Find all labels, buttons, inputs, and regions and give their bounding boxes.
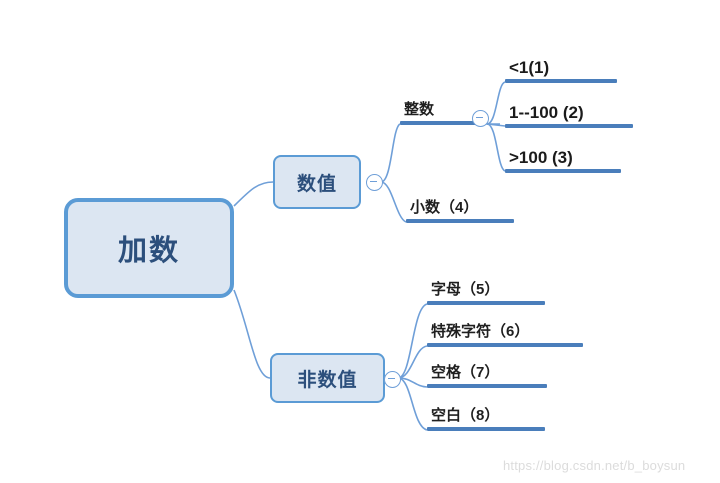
edge-numeric-to-integer: [380, 123, 401, 183]
edge-root-to-numeric: [233, 181, 274, 207]
topic-special-character[interactable]: 特殊字符（6）: [427, 322, 583, 347]
branch-node-nonnumeric[interactable]: 非数值: [270, 353, 385, 403]
topic-letter-label: 字母（5）: [431, 281, 500, 298]
edge-nonnumeric-to-special: [397, 345, 428, 379]
edge-root-to-nonnumeric: [233, 289, 271, 379]
collapse-minus-icon-integer[interactable]: [472, 110, 489, 127]
root-node-label: 加数: [117, 235, 180, 267]
collapse-minus-icon-nonnumeric[interactable]: [384, 371, 401, 388]
topic-greater-than-100-label: >100 (3): [509, 148, 573, 167]
branch-node-numeric-label: 数值: [296, 173, 337, 195]
topic-space[interactable]: 空格（7）: [427, 363, 547, 388]
topic-special-character-underline: [427, 343, 583, 347]
topic-blank-underline: [427, 427, 545, 431]
topic-1-to-100-label: 1--100 (2): [509, 103, 584, 122]
topic-integer-underline: [400, 121, 476, 125]
topic-blank[interactable]: 空白（8）: [427, 406, 545, 431]
branch-node-nonnumeric-label: 非数值: [297, 369, 358, 391]
root-node[interactable]: 加数: [64, 198, 234, 298]
topic-1-to-100[interactable]: 1--100 (2): [505, 103, 633, 128]
edge-integer-to-lt1: [486, 81, 506, 125]
topic-greater-than-100[interactable]: >100 (3): [505, 148, 621, 173]
edge-integer-to-gt100: [486, 123, 506, 172]
collapse-minus-icon-numeric[interactable]: [366, 174, 383, 191]
topic-integer[interactable]: 整数: [400, 100, 476, 125]
topic-decimal-label: 小数（4）: [410, 199, 479, 216]
watermark-text: https://blog.csdn.net/b_boysun: [503, 458, 686, 473]
topic-less-than-1-label: <1(1): [509, 58, 550, 77]
topic-decimal-underline: [406, 219, 514, 223]
topic-blank-label: 空白（8）: [431, 407, 500, 424]
topic-space-underline: [427, 384, 547, 388]
topic-integer-label: 整数: [404, 101, 435, 118]
edge-numeric-to-decimal: [380, 181, 407, 223]
topic-decimal[interactable]: 小数（4）: [406, 198, 514, 223]
topic-less-than-1[interactable]: <1(1): [505, 58, 617, 83]
edge-nonnumeric-to-letter: [397, 303, 428, 379]
topic-greater-than-100-underline: [505, 169, 621, 173]
edge-integer-to-1to100: [486, 123, 506, 127]
topic-letter-underline: [427, 301, 545, 305]
branch-node-numeric[interactable]: 数值: [273, 155, 361, 209]
topic-special-character-label: 特殊字符（6）: [431, 323, 530, 340]
topic-letter[interactable]: 字母（5）: [427, 280, 545, 305]
topic-space-label: 空格（7）: [431, 364, 500, 381]
topic-1-to-100-underline: [505, 124, 633, 128]
topic-less-than-1-underline: [505, 79, 617, 83]
edge-nonnumeric-to-blank: [397, 377, 428, 431]
